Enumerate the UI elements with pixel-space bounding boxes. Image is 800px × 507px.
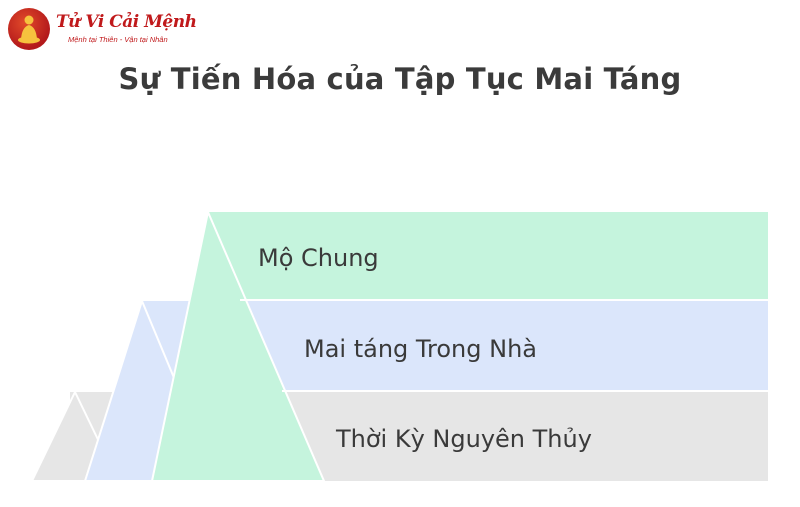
logo[interactable]: Tử Vi Cải Mệnh Mệnh tại Thiên - Vận tại … <box>8 8 197 52</box>
level-label-middle: Mai táng Trong Nhà <box>304 335 538 363</box>
buddha-icon <box>8 8 50 50</box>
level-label-bottom: Thời Kỳ Nguyên Thủy <box>336 425 592 453</box>
logo-tagline: Mệnh tại Thiên - Vận tại Nhân <box>68 35 168 44</box>
level-band-top <box>208 212 768 300</box>
level-triangle-top <box>150 208 326 482</box>
logo-name: Tử Vi Cải Mệnh <box>56 12 197 32</box>
page-title: Sự Tiến Hóa của Tập Tục Mai Táng <box>118 62 682 96</box>
level-label-top: Mộ Chung <box>258 244 379 272</box>
